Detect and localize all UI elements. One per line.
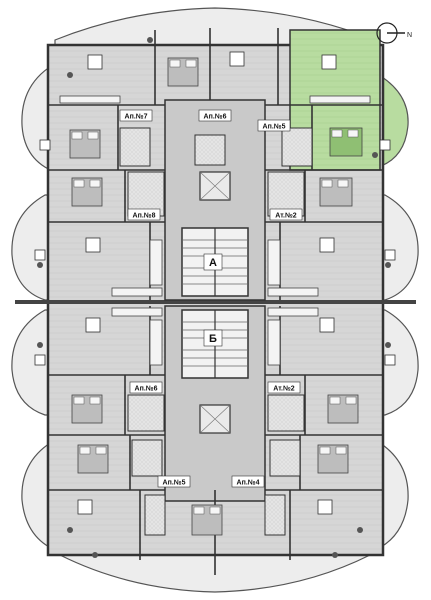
north-arrow-icon: N — [376, 22, 412, 44]
svg-text:Discover Bulgaria: Discover Bulgaria — [378, 577, 426, 583]
svg-text:Ап.№5: Ап.№5 — [163, 479, 186, 487]
apt-label-b4: Ап.№4 — [231, 475, 265, 488]
svg-text:Ап.№7: Ап.№7 — [125, 113, 148, 121]
svg-text:BESTBGPROPERTIES: BESTBGPROPERTIES — [352, 587, 426, 594]
svg-text:Ат.№2: Ат.№2 — [275, 212, 297, 220]
apt-label-b2: Ат.№2 — [267, 381, 301, 394]
apt-label-a5: Ап.№5 — [257, 119, 291, 132]
svg-text:А: А — [209, 257, 217, 269]
watermark: Discover Bulgaria BESTBGPROPERTIES — [352, 577, 426, 594]
svg-text:Ап.№6: Ап.№6 — [204, 113, 227, 121]
elevator-shafts — [199, 171, 231, 434]
svg-text:N: N — [407, 32, 412, 39]
plant-icons — [37, 37, 391, 558]
svg-text:Ап.№8: Ап.№8 — [133, 212, 156, 220]
apt-label-a8: Ап.№8 — [127, 208, 161, 221]
apt-label-a6: Ап.№6 — [198, 109, 232, 122]
section-label-a: А — [203, 253, 223, 271]
dining-sets — [34, 51, 396, 515]
svg-text:Ат.№2: Ат.№2 — [273, 385, 295, 393]
svg-text:Ап.№6: Ап.№6 — [135, 385, 158, 393]
svg-text:Б: Б — [209, 333, 217, 345]
apt-label-a2: Ат.№2 — [269, 208, 303, 221]
section-label-b: Б — [203, 329, 223, 347]
kitchens — [59, 95, 371, 366]
apt-label-b5: Ап.№5 — [157, 475, 191, 488]
svg-text:Ап.№5: Ап.№5 — [263, 123, 286, 131]
pillows — [71, 59, 359, 515]
svg-text:Ап.№4: Ап.№4 — [237, 479, 260, 487]
apt-label-b6: Ап.№6 — [129, 381, 163, 394]
apt-label-a7: Ап.№7 — [119, 109, 153, 122]
